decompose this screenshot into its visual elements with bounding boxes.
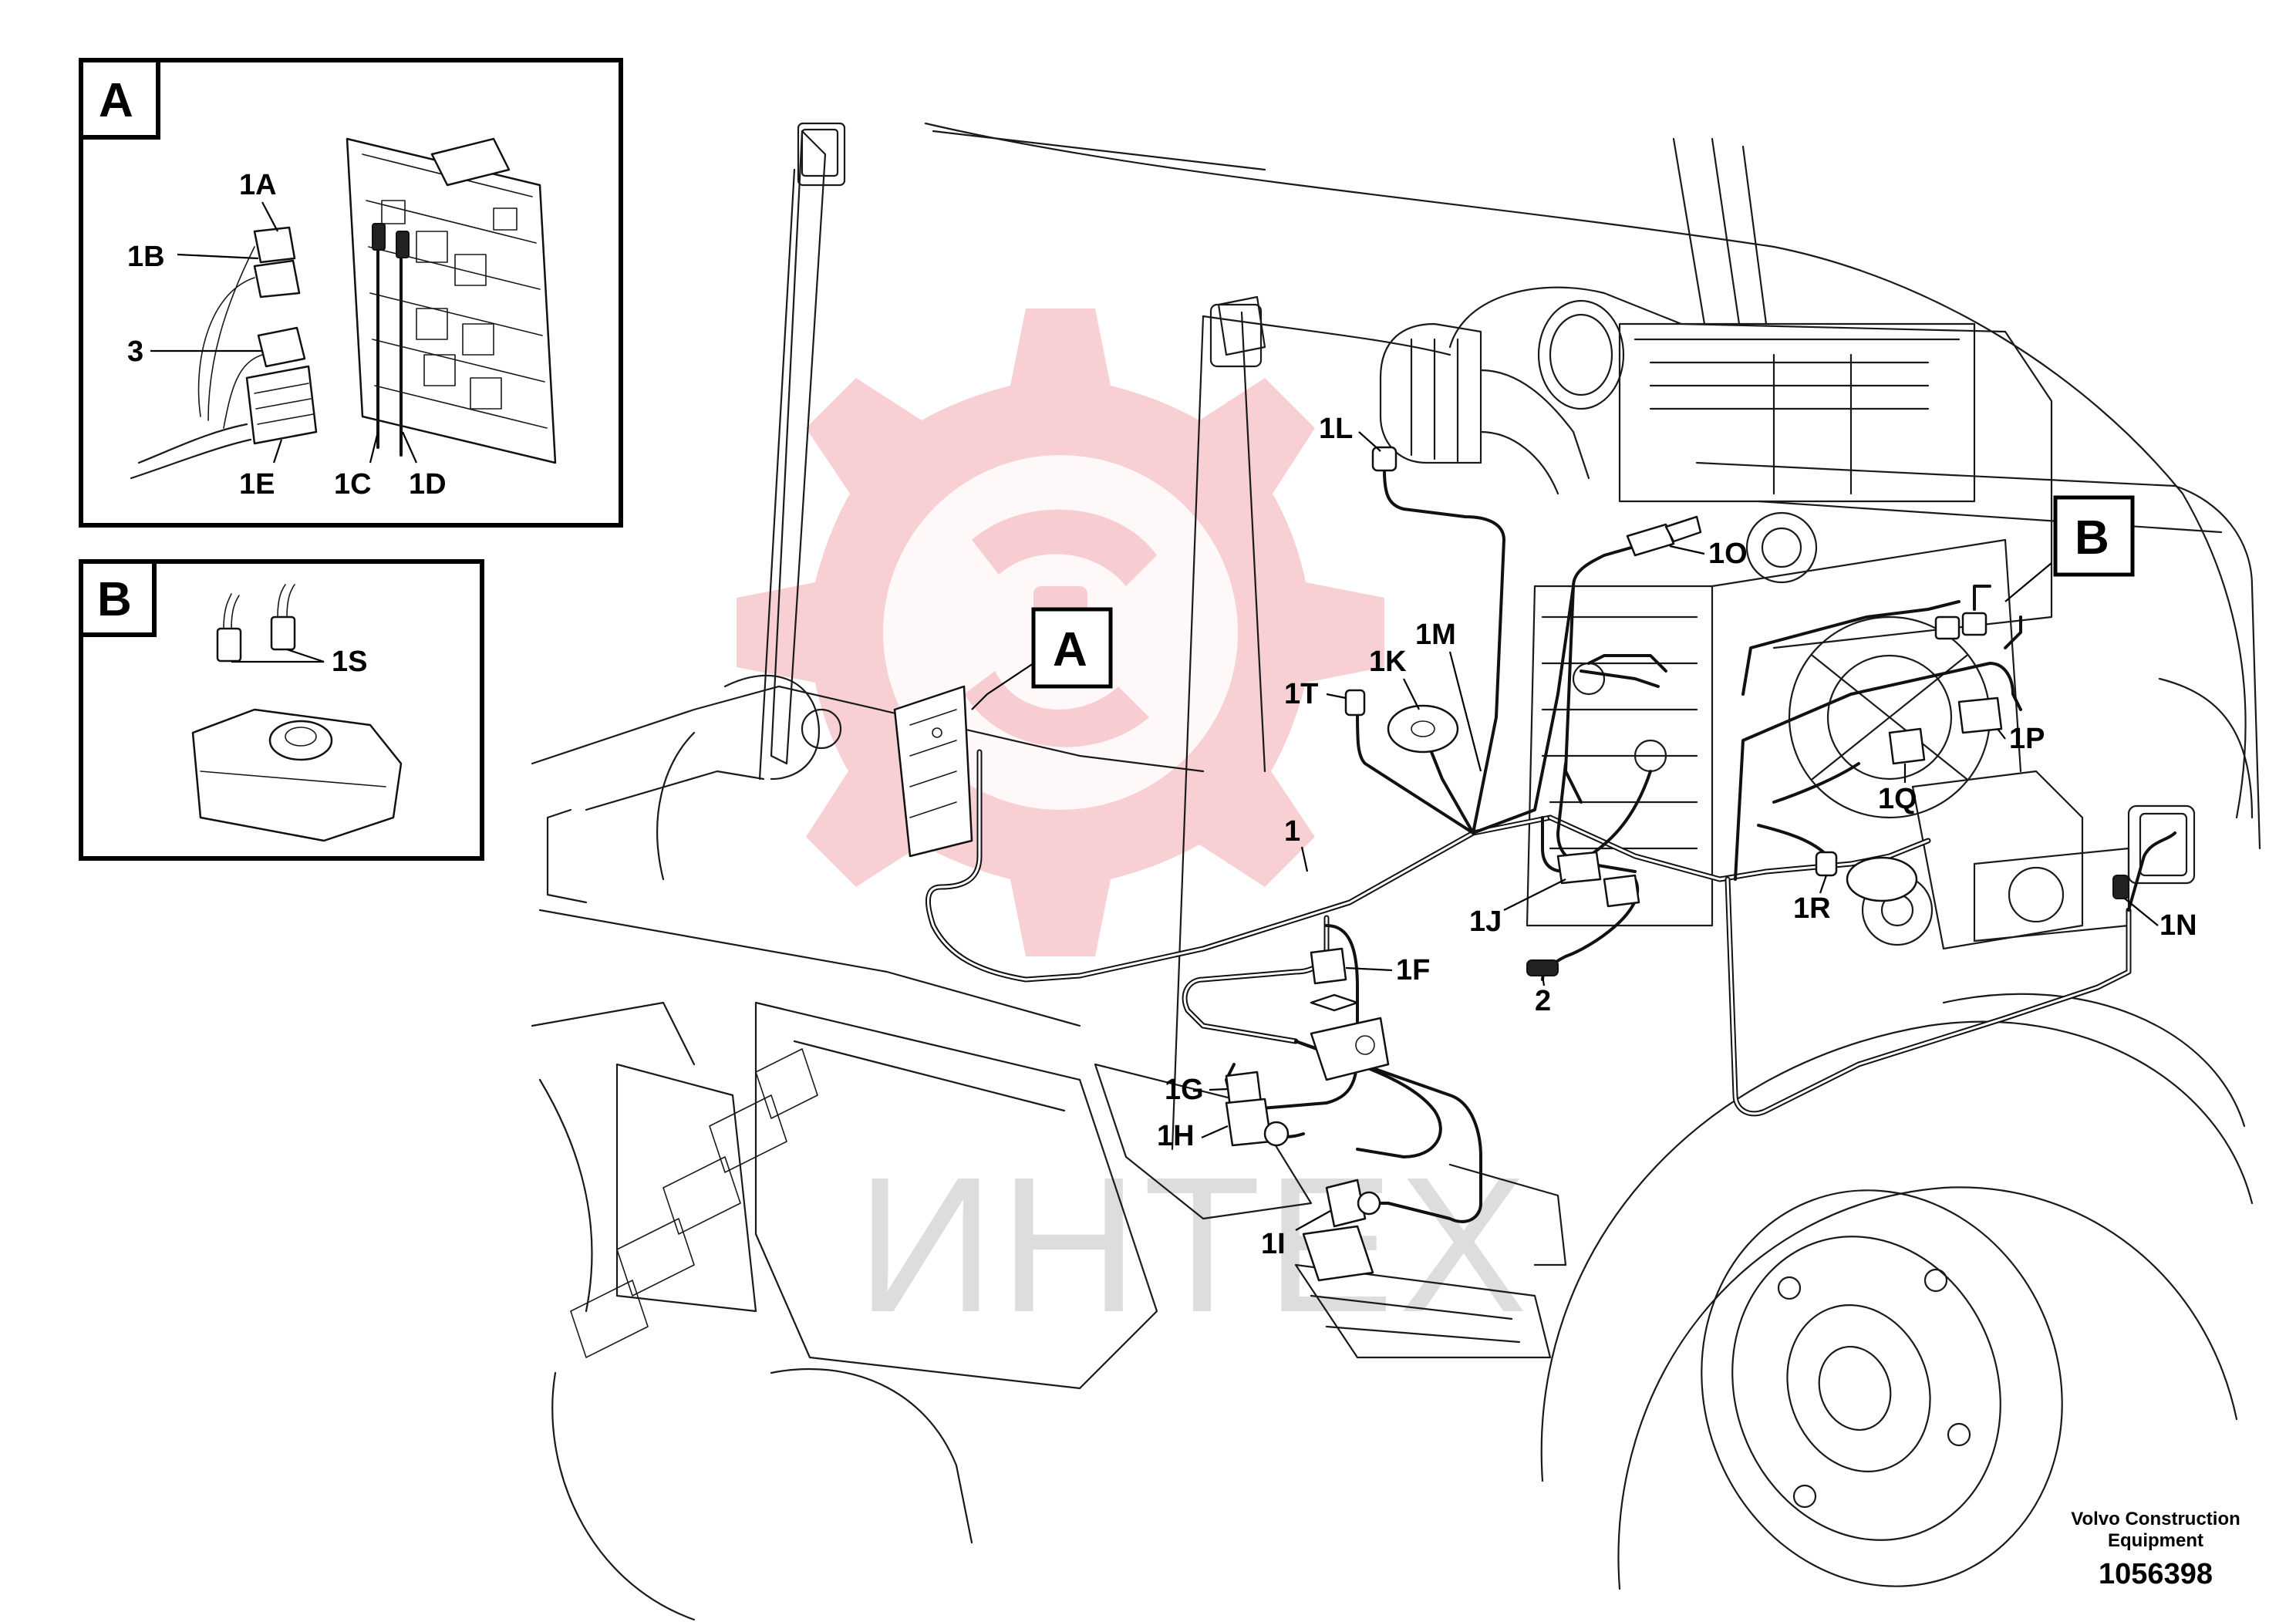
label-1h: 1H xyxy=(1157,1120,1195,1152)
callout-b: B xyxy=(2004,495,2135,602)
label-2: 2 xyxy=(1535,985,1551,1017)
svg-text:1E: 1E xyxy=(239,468,275,501)
sensor-2 xyxy=(1526,959,1559,976)
svg-text:3: 3 xyxy=(127,336,143,368)
label-1m: 1M xyxy=(1415,619,1456,651)
footer-line-1: Volvo Construction xyxy=(2071,1509,2240,1529)
label-1l: 1L xyxy=(1319,413,1353,445)
rear-wheel xyxy=(1540,993,2254,1590)
connector-1s xyxy=(1934,612,1988,640)
label-1p: 1P xyxy=(2009,723,2045,755)
engine-outline xyxy=(1379,286,2130,950)
connector-1f xyxy=(1310,947,1390,1081)
inset-b-panel: B 1S xyxy=(79,559,484,861)
sensor-1l xyxy=(1371,446,1397,472)
label-1t: 1T xyxy=(1284,678,1318,710)
watermark-text: ИНТЕХ xyxy=(856,1137,1532,1352)
svg-text:A: A xyxy=(99,74,133,127)
switch-block xyxy=(191,708,403,842)
label-1f: 1F xyxy=(1396,954,1430,986)
components xyxy=(893,446,2129,1282)
inset-a-panel: A xyxy=(79,58,623,528)
connector-1q xyxy=(1888,727,1926,765)
svg-text:1B: 1B xyxy=(127,241,165,273)
label-1: 1 xyxy=(1284,815,1300,848)
label-1r: 1R xyxy=(1793,892,1831,925)
label-1k: 1K xyxy=(1369,646,1407,678)
sensor-1r xyxy=(1815,851,1918,902)
label-1g: 1G xyxy=(1165,1074,1204,1106)
svg-text:1D: 1D xyxy=(409,468,447,501)
svg-text:A: A xyxy=(1053,623,1087,676)
footer-line-2: Equipment xyxy=(2108,1530,2203,1551)
sensor-1k xyxy=(1387,704,1459,754)
sensor-1n xyxy=(2112,875,2129,899)
machine-outline xyxy=(531,122,2261,1621)
label-1n: 1N xyxy=(2159,909,2197,942)
connector-1o xyxy=(1626,523,1675,557)
label-1q: 1Q xyxy=(1878,783,1917,815)
label-1o: 1O xyxy=(1708,538,1748,570)
connector-1p xyxy=(1957,696,2003,734)
label-1j: 1J xyxy=(1469,905,1502,938)
connector-1h xyxy=(1225,1098,1290,1147)
svg-text:1S: 1S xyxy=(332,646,367,678)
footer-brand: Volvo Construction Equipment 1056398 xyxy=(2071,1509,2240,1590)
svg-text:B: B xyxy=(97,573,132,626)
fuse-relay-board xyxy=(346,137,557,464)
svg-text:1C: 1C xyxy=(334,468,372,501)
connector-1j xyxy=(1556,851,1602,885)
ecu-unit xyxy=(893,685,973,858)
connector-1i xyxy=(1302,1179,1381,1282)
part-labels: 1L 1O 1M 1K 1T 1 1F 1G 1H 1I 1J 2 1P 1Q … xyxy=(1157,413,2197,1260)
svg-text:B: B xyxy=(2075,511,2109,565)
callout-a: A xyxy=(971,607,1113,710)
sensor-1t xyxy=(1344,689,1366,717)
volvo-emblem-outline xyxy=(570,1048,818,1358)
label-1i: 1I xyxy=(1261,1228,1286,1260)
drawing-number: 1056398 xyxy=(2099,1558,2213,1590)
svg-text:1A: 1A xyxy=(239,169,277,201)
